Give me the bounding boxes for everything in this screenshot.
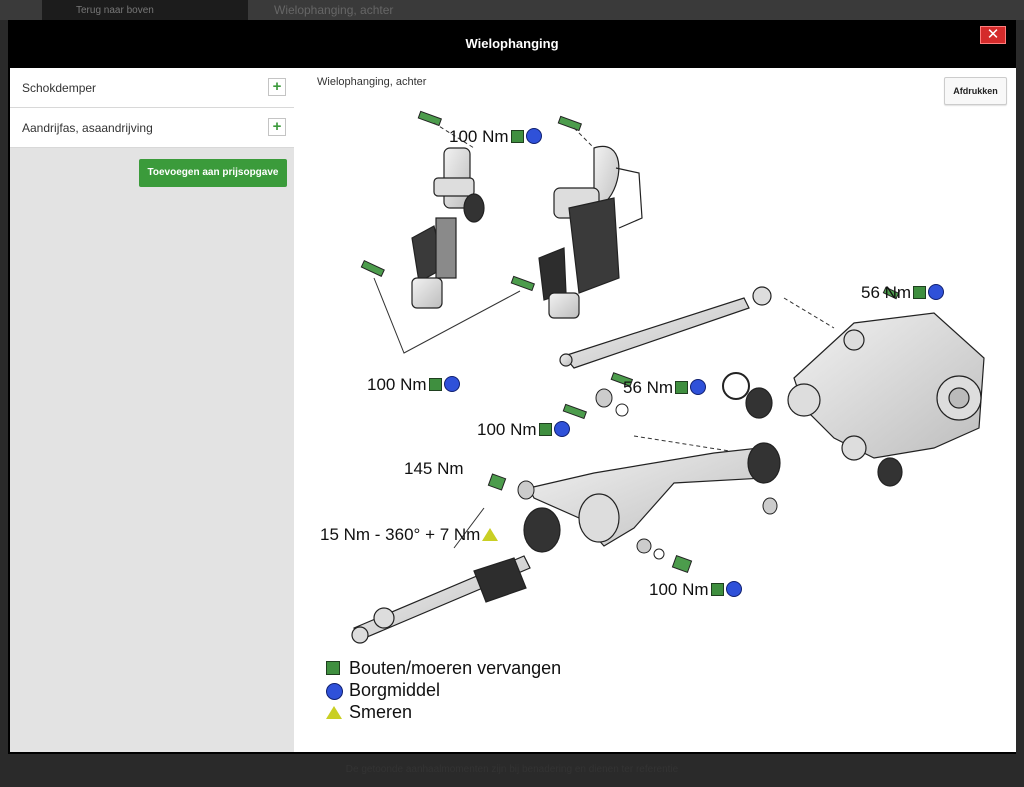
back-label: Terug naar boven: [76, 5, 154, 16]
replace-bolts-icon: [538, 423, 552, 436]
background-breadcrumb: Wielophanging, achter: [274, 3, 394, 17]
sidebar-item-label: Aandrijfas, asaandrijving: [22, 121, 153, 135]
diagram-title: Wielophanging, achter: [317, 76, 427, 88]
sidebar-item-schokdemper[interactable]: Schokdemper +: [10, 68, 294, 108]
threadlocker-icon: [690, 379, 707, 395]
legend-label: Borgmiddel: [349, 680, 441, 700]
bushings: [517, 388, 778, 560]
torque-label: 100 Nm: [367, 375, 460, 395]
background-footer: De getoonde aanhaalmomenten zijn bij ben…: [345, 764, 679, 775]
torque-value: 15 Nm - 360° + 7 Nm: [320, 525, 481, 544]
connector-lines: [373, 122, 835, 549]
torque-value: 56 Nm: [861, 283, 912, 302]
trailing-arm: [559, 286, 772, 369]
sidebar-item-aandrijfas[interactable]: Aandrijfas, asaandrijving +: [10, 108, 294, 148]
torque-label: 15 Nm - 360° + 7 Nm: [320, 525, 499, 545]
modal-dialog: Wielophanging ✕ Schokdemper + Aandrijfas…: [8, 20, 1016, 754]
differential: [722, 312, 985, 487]
legend-label: Smeren: [349, 702, 413, 722]
print-button[interactable]: Afdrukken: [944, 77, 1007, 105]
threadlocker-icon: [725, 581, 742, 597]
torque-value: 100 Nm: [367, 375, 427, 394]
background-header: [0, 0, 1024, 20]
torque-value: 100 Nm: [477, 420, 537, 439]
replace-bolts-icon: [326, 661, 340, 675]
suspension-diagram: [351, 110, 985, 644]
modal-header: Wielophanging ✕: [8, 20, 1016, 68]
replace-bolts-icon: [428, 378, 442, 391]
shock-absorber-left: [411, 147, 485, 309]
torque-label: 100 Nm: [477, 420, 570, 440]
diagram-panel: Wielophanging, achter Afdrukken: [294, 68, 1016, 752]
threadlocker-icon: [525, 128, 542, 144]
torque-label: 145 Nm: [404, 459, 464, 479]
sidebar-item-label: Schokdemper: [22, 81, 97, 95]
replace-bolts-icon: [675, 381, 689, 394]
expand-plus-button[interactable]: +: [268, 118, 286, 136]
torque-label: 56 Nm: [861, 283, 945, 303]
lubricate-icon: [326, 706, 342, 719]
torque-value: 100 Nm: [649, 580, 709, 599]
threadlocker-icon: [326, 683, 343, 700]
torque-value: 100 Nm: [449, 127, 509, 146]
torque-value: 56 Nm: [623, 378, 674, 397]
torque-label: 56 Nm: [623, 378, 707, 398]
legend-label: Bouten/moeren vervangen: [349, 658, 562, 678]
torque-label: 100 Nm: [649, 580, 742, 600]
threadlocker-icon: [928, 284, 945, 300]
bolts-top: [360, 110, 900, 574]
torque-value: 145 Nm: [404, 459, 464, 478]
threadlocker-icon: [443, 376, 460, 392]
drive-shaft: [351, 507, 561, 644]
replace-bolts-icon: [913, 286, 927, 299]
torque-label: 100 Nm: [449, 127, 542, 147]
back-to-top-link[interactable]: Terug naar boven: [42, 0, 248, 20]
shock-absorber-right: [538, 145, 643, 319]
lubricate-icon: [482, 528, 499, 541]
sidebar: Schokdemper + Aandrijfas, asaandrijving …: [10, 68, 294, 752]
close-button[interactable]: ✕: [980, 26, 1006, 44]
modal-title: Wielophanging: [465, 36, 559, 51]
replace-bolts-icon: [510, 130, 524, 143]
add-to-quote-button[interactable]: Toevoegen aan prijsopgave: [139, 159, 287, 187]
expand-plus-button[interactable]: +: [268, 78, 286, 96]
threadlocker-icon: [553, 421, 570, 437]
lower-control-arm: [528, 442, 781, 547]
replace-bolts-icon: [710, 583, 724, 596]
